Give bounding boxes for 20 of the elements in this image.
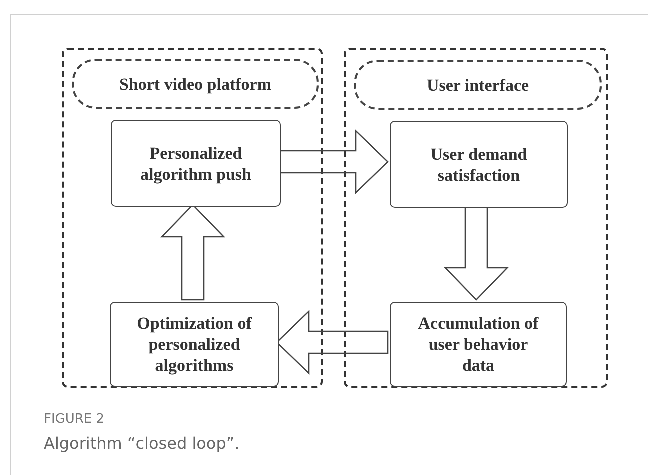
block-arrow <box>444 205 510 301</box>
process-box <box>390 302 567 387</box>
box-label: Optimization of personalized algorithms <box>136 313 254 376</box>
figure-caption: Algorithm “closed loop”. <box>44 434 240 453</box>
box-label: Accumulation of user behavior data <box>417 313 540 376</box>
group-title-pill <box>354 60 602 110</box>
box-label: User demand satisfaction <box>430 144 528 186</box>
figure-number: FIGURE 2 <box>44 412 105 427</box>
process-box <box>111 120 281 207</box>
group-title-pill <box>72 59 319 109</box>
box-label: Personalized algorithm push <box>140 142 252 184</box>
process-box <box>110 302 279 387</box>
block-arrow <box>276 310 389 376</box>
dashed-group-frame <box>344 48 608 388</box>
dashed-group-frame <box>62 48 323 388</box>
process-box <box>390 121 568 208</box>
group-title: Short video platform <box>119 74 272 94</box>
group-title: User interface <box>426 74 530 96</box>
block-arrow <box>160 204 226 301</box>
block-arrow <box>278 129 389 195</box>
